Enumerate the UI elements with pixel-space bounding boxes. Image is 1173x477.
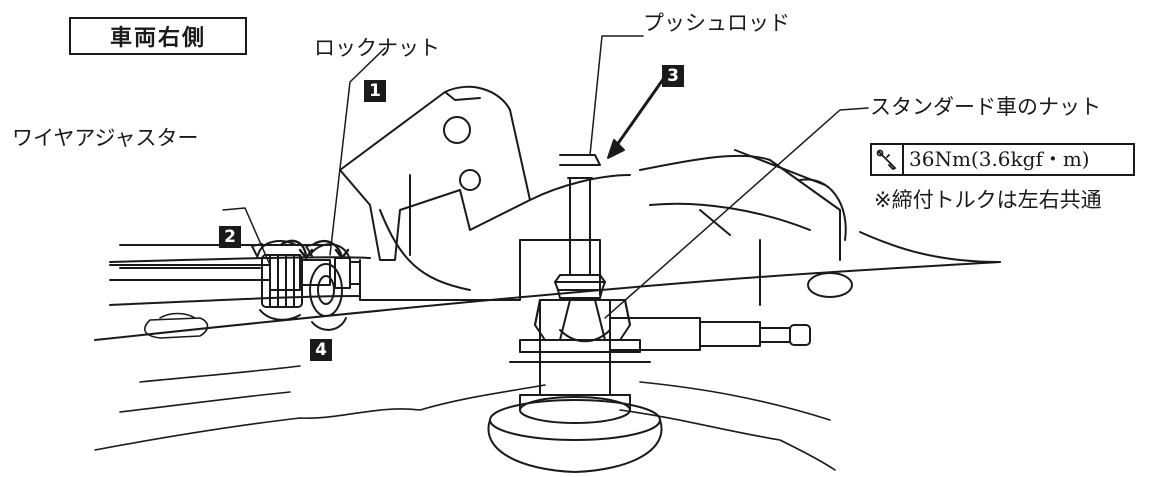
push-rod-label: プッシュロッド	[643, 11, 790, 35]
lower-contours	[94, 312, 836, 471]
torque-wrench-icon	[872, 145, 904, 174]
step-marker-4: 4	[310, 339, 332, 361]
standard-nut-label: スタンダード車のナット	[870, 95, 1101, 119]
push-direction-arrow	[607, 76, 666, 159]
torque-value: 36Nm(3.6kgf・m)	[909, 147, 1090, 171]
torque-note: ※締付トルクは左右共通	[874, 188, 1102, 212]
wire-adjuster-label: ワイヤアジャスター	[12, 126, 199, 150]
lock-nut-label: ロックナット	[314, 36, 440, 60]
frame-lines	[94, 231, 1001, 341]
push-rod-assembly	[509, 154, 651, 363]
main-bracket	[339, 85, 631, 301]
step-marker-1: 1	[364, 80, 386, 102]
step-marker-2: 2	[219, 226, 241, 248]
vehicle-side-label-box: 車両右側	[69, 17, 247, 55]
rotation-arrows	[280, 239, 350, 260]
pedestal	[487, 299, 663, 473]
step-marker-3: 3	[662, 65, 684, 87]
right-bracket	[639, 149, 853, 306]
vehicle-side-label: 車両右側	[109, 26, 206, 51]
wire-adjuster	[251, 240, 303, 321]
torque-spec-box: 36Nm(3.6kgf・m)	[870, 143, 1135, 176]
leader-lines	[222, 35, 869, 319]
side-pipe	[609, 317, 811, 351]
